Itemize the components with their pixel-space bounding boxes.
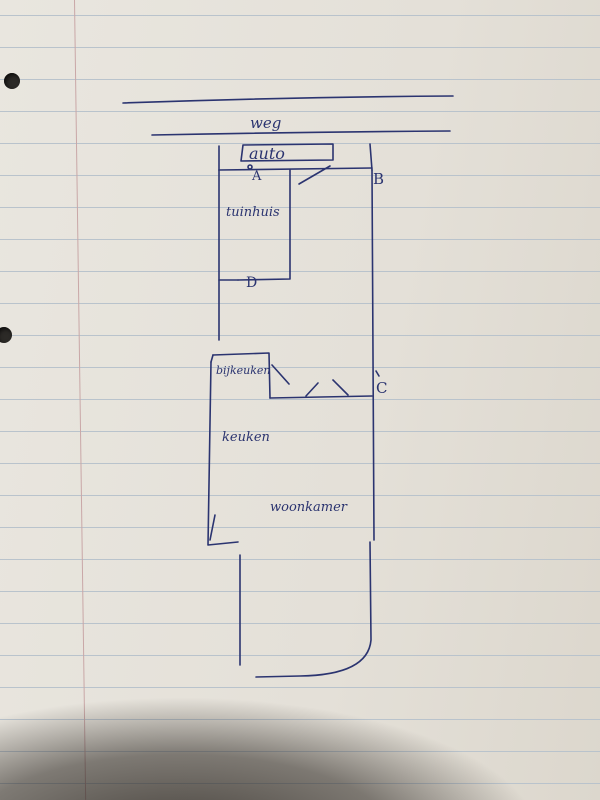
door-line-right xyxy=(332,379,349,396)
garden-house-walls xyxy=(237,169,291,281)
house-left-wall xyxy=(207,361,239,546)
point-a-label: A xyxy=(252,169,262,184)
point-d-label: D xyxy=(246,275,258,291)
road-line-top xyxy=(122,95,454,104)
car-label: auto xyxy=(249,144,285,163)
driveway-right-edge xyxy=(369,143,373,171)
right-boundary-wall xyxy=(371,169,375,541)
front-wall xyxy=(218,167,373,171)
door-line-middle xyxy=(305,382,319,397)
gate-line xyxy=(298,165,331,185)
corner-mark xyxy=(209,514,216,541)
living-room-label: woonkamer xyxy=(270,500,348,515)
annex-walls xyxy=(212,352,271,399)
point-a-dot xyxy=(247,164,253,170)
punch-hole-top xyxy=(4,73,20,89)
door-line-left xyxy=(271,364,290,385)
point-b-label: B xyxy=(373,170,385,188)
garden-house-label: tuinhuis xyxy=(226,205,280,220)
yard-right-wall xyxy=(255,541,372,678)
road-line-bottom xyxy=(151,130,451,136)
point-c-mark xyxy=(375,370,380,377)
back-wall xyxy=(269,395,373,399)
annex-left-edge xyxy=(210,354,214,363)
kitchen-label: keuken xyxy=(222,430,270,445)
punch-hole-middle xyxy=(0,327,12,343)
annex-label: bijkeuken xyxy=(216,364,271,377)
road-label: weg xyxy=(250,114,282,132)
point-c-label: C xyxy=(376,379,388,397)
car-box xyxy=(240,143,334,162)
